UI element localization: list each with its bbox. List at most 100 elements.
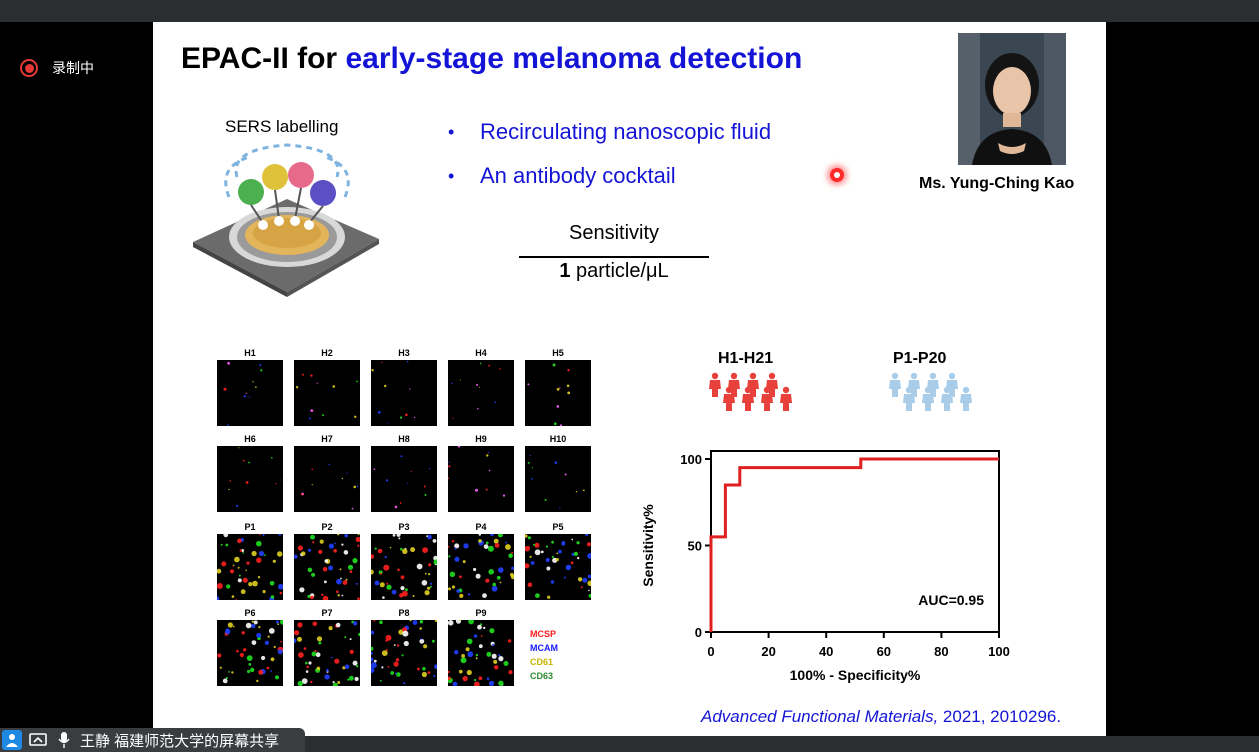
presenter-name: Ms. Yung-Ching Kao	[919, 175, 1075, 192]
auc-annotation: AUC=0.95	[918, 592, 984, 608]
microscopy-cell-p8: P8	[371, 608, 437, 688]
fluorescence-image	[371, 620, 437, 686]
y-tick-label: 0	[695, 625, 702, 640]
bottom-bar	[0, 736, 1259, 752]
microscopy-label: H9	[475, 434, 487, 444]
bullet-text: Recirculating nanoscopic fluid	[480, 119, 772, 144]
healthy-group-label: H1-H21	[718, 350, 774, 367]
sensitivity-number: 1	[559, 260, 571, 282]
y-tick-label: 50	[688, 539, 702, 554]
microscopy-label: H8	[398, 434, 410, 444]
microscopy-label: P3	[398, 522, 410, 532]
microscopy-cell-h4: H4	[448, 348, 514, 428]
presenter-photo	[958, 33, 1066, 165]
microscopy-label: H5	[552, 348, 564, 358]
microscopy-cell-p6: P6	[217, 608, 283, 688]
title-prefix: EPAC-II for	[181, 42, 346, 75]
legend-cd61: CD61	[530, 657, 554, 667]
patient-people-icon	[889, 372, 972, 411]
fluorescence-image	[448, 620, 514, 686]
microscopy-label: H7	[321, 434, 333, 444]
fluorescence-image	[294, 534, 360, 600]
microscopy-label: P8	[398, 608, 410, 618]
top-bar	[0, 0, 1259, 22]
microscopy-cell-h8: H8	[371, 434, 437, 514]
x-axis-label: 100% - Specificity%	[790, 667, 921, 683]
y-axis-label: Sensitivity%	[640, 504, 656, 587]
fluorescence-image	[371, 534, 437, 600]
title-highlight: early-stage melanoma detection	[345, 42, 803, 75]
roc-curve	[709, 457, 999, 632]
x-tick-label: 100	[988, 644, 1010, 659]
fluorescence-image	[371, 360, 437, 426]
bullet-list: • Recirculating nanoscopic fluid • An anti…	[448, 119, 771, 207]
screen-share-bar[interactable]: 王静 福建师范大学的屏幕共享	[0, 728, 305, 752]
microscopy-cell-h5: H5	[525, 348, 591, 428]
slide-title: EPAC-II for early-stage melanoma detecti…	[181, 42, 802, 76]
microscopy-label: H10	[549, 434, 567, 444]
microscopy-label: P2	[321, 522, 333, 532]
legend-mcsp: MCSP	[530, 629, 557, 639]
sensitivity-value: 1 particle/μL	[519, 260, 709, 283]
bullet-text: An antibody cocktail	[480, 163, 676, 188]
microscopy-cell-p2: P2	[294, 522, 360, 602]
healthy-people-icon	[709, 372, 792, 411]
fluorescence-image	[217, 360, 283, 426]
microscopy-label: H3	[398, 348, 410, 358]
microscopy-label: H1	[244, 348, 256, 358]
fluorescence-image	[448, 360, 514, 426]
fluorescence-image	[294, 360, 360, 426]
fluorescence-image	[294, 446, 360, 512]
microscopy-cell-h10: H10	[525, 434, 591, 514]
microscopy-cell-p4: P4	[448, 522, 514, 602]
recording-label: 录制中	[52, 60, 94, 76]
sensitivity-divider	[519, 256, 709, 258]
recording-indicator[interactable]: 录制中	[20, 58, 94, 78]
microscopy-cell-p1: P1	[217, 522, 283, 602]
microscopy-cell-p7: P7	[294, 608, 360, 688]
citation: Advanced Functional Materials, 2021, 201…	[701, 707, 1061, 727]
epac-device-illustration	[193, 143, 379, 297]
microscopy-label: H2	[321, 348, 333, 358]
fluorescence-image	[217, 534, 283, 600]
x-tick-label: 40	[819, 644, 833, 659]
fluorescence-image	[217, 620, 283, 686]
fluorescence-image	[525, 534, 591, 600]
stain-legend: MCSP MCAM CD61 CD63	[530, 627, 558, 683]
sensitivity-unit: particle/μL	[570, 260, 669, 282]
microscopy-label: P6	[244, 608, 256, 618]
sers-label: SERS labelling	[225, 117, 339, 136]
legend-mcam: MCAM	[530, 643, 558, 653]
fluorescence-image	[448, 446, 514, 512]
user-icon[interactable]	[2, 730, 22, 750]
microphone-icon[interactable]	[54, 730, 74, 750]
screen-share-label: 王静 福建师范大学的屏幕共享	[80, 732, 280, 750]
record-icon	[20, 59, 38, 77]
sensitivity-header: Sensitivity	[568, 222, 660, 244]
fluorescence-image	[448, 534, 514, 600]
fluorescence-image	[525, 446, 591, 512]
microscopy-label: P5	[552, 522, 564, 532]
microscopy-cell-p3: P3	[371, 522, 437, 602]
bullet-item: • Recirculating nanoscopic fluid	[448, 119, 771, 145]
microscopy-label: P9	[475, 608, 487, 618]
microscopy-cell-h2: H2	[294, 348, 360, 428]
microscopy-cell-h1: H1	[217, 348, 283, 428]
citation-details: 2021, 2010296.	[938, 707, 1062, 726]
microscopy-label: P1	[244, 522, 256, 532]
y-tick-label: 100	[680, 452, 702, 467]
microscopy-cell-h9: H9	[448, 434, 514, 514]
x-tick-label: 20	[761, 644, 775, 659]
bullet-icon: •	[448, 122, 455, 142]
legend-cd63: CD63	[530, 671, 554, 681]
screen-share-icon[interactable]	[28, 730, 48, 750]
slide: EPAC-II for early-stage melanoma detecti…	[153, 22, 1106, 736]
x-tick-label: 60	[877, 644, 891, 659]
microscopy-label: H4	[475, 348, 487, 358]
fluorescence-image	[294, 620, 360, 686]
microscopy-cell-h6: H6	[217, 434, 283, 514]
patient-group-label: P1-P20	[893, 350, 947, 367]
fluorescence-image	[217, 446, 283, 512]
right-black-panel	[1106, 22, 1259, 736]
x-tick-label: 0	[707, 644, 714, 659]
